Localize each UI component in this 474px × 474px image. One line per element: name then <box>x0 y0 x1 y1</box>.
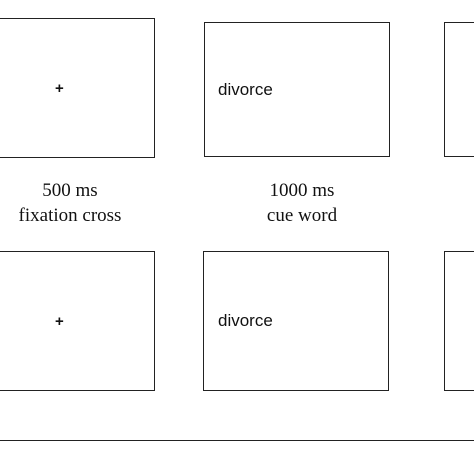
cue-word-screen-frame-2: divorce <box>203 251 389 391</box>
next-screen-frame-2 <box>444 251 474 391</box>
fixation-screen-frame-2: + <box>0 251 155 391</box>
section-divider-line <box>0 440 474 441</box>
cue-word-screen-frame: divorce <box>204 22 390 157</box>
cue-word-text-2: divorce <box>218 311 273 330</box>
fixation-duration: 500 ms <box>42 180 98 201</box>
fixation-cross-symbol-2: + <box>55 313 64 330</box>
next-screen-frame <box>444 22 474 157</box>
fixation-label: fixation cross <box>18 205 122 226</box>
fixation-caption: 500 ms fixation cross <box>0 178 150 228</box>
cue-duration: 1000 ms <box>269 180 335 201</box>
cue-word-text: divorce <box>218 80 273 99</box>
fixation-screen-frame: + <box>0 18 155 158</box>
cue-caption: 1000 ms cue word <box>222 178 382 228</box>
cue-label: cue word <box>266 205 338 226</box>
fixation-cross-symbol: + <box>55 80 64 97</box>
